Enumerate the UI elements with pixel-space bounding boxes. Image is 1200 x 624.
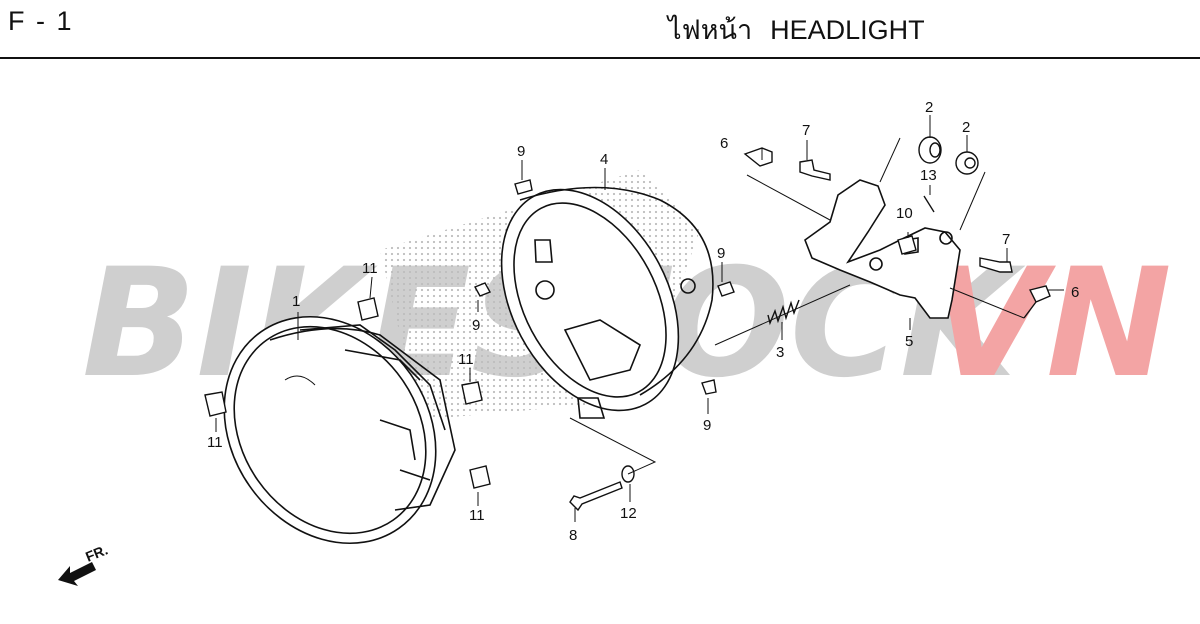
callout-9-b: 9 bbox=[472, 317, 480, 334]
direction-label: FR. bbox=[83, 541, 110, 564]
callout-3: 3 bbox=[776, 344, 784, 361]
part-11-clip-a bbox=[204, 391, 227, 417]
header-divider bbox=[0, 57, 1200, 59]
callout-6-a: 6 bbox=[720, 135, 728, 152]
callout-12: 12 bbox=[620, 505, 637, 522]
callout-2-a: 2 bbox=[925, 99, 933, 116]
part-4-headlight-case bbox=[500, 186, 714, 419]
callout-7-a: 7 bbox=[802, 122, 810, 139]
part-3-spring bbox=[767, 299, 800, 326]
part-11-clip-c bbox=[461, 381, 483, 405]
arrow-icon bbox=[58, 562, 96, 586]
callout-5: 5 bbox=[905, 333, 913, 350]
callout-11-c: 11 bbox=[207, 434, 223, 451]
leader-lines bbox=[215, 115, 1064, 522]
part-7-bolt-a bbox=[799, 159, 831, 181]
watermark-text-3: VN bbox=[930, 237, 1172, 411]
callout-11-b: 11 bbox=[458, 351, 474, 368]
callout-2-b: 2 bbox=[962, 119, 970, 136]
page-title: ไฟหน้า HEADLIGHT bbox=[668, 8, 925, 51]
part-6-bolt-b bbox=[1023, 285, 1051, 319]
front-direction-indicator: FR. bbox=[58, 541, 110, 586]
title-english: HEADLIGHT bbox=[770, 15, 925, 45]
part-8-screw bbox=[569, 481, 623, 512]
callout-9-c: 9 bbox=[717, 245, 725, 262]
callout-7-b: 7 bbox=[1002, 231, 1010, 248]
callout-9-d: 9 bbox=[703, 417, 711, 434]
callout-8: 8 bbox=[569, 527, 577, 544]
part-11-clip-d bbox=[469, 465, 491, 489]
callout-13: 13 bbox=[920, 167, 937, 184]
part-9-screw-a bbox=[514, 179, 533, 195]
part-9-screw-b bbox=[474, 282, 491, 297]
callout-11-a: 11 bbox=[362, 260, 378, 277]
callout-10: 10 bbox=[896, 205, 913, 222]
callout-4: 4 bbox=[600, 151, 608, 168]
page-code: F - 1 bbox=[8, 6, 74, 36]
part-9-screw-c bbox=[717, 281, 735, 297]
callout-1: 1 bbox=[292, 293, 300, 310]
part-6-bolt-a bbox=[743, 147, 773, 167]
part-1-headlight-unit bbox=[223, 315, 456, 545]
title-thai: ไฟหน้า bbox=[668, 15, 753, 45]
small-parts bbox=[204, 136, 1051, 512]
callout-9-a: 9 bbox=[517, 143, 525, 160]
part-10-nut bbox=[897, 235, 917, 255]
callout-6-b: 6 bbox=[1071, 284, 1079, 301]
callout-11-d: 11 bbox=[469, 507, 485, 524]
part-9-screw-d bbox=[701, 379, 717, 395]
callouts: 1 2 2 3 4 5 6 6 7 7 8 9 9 9 9 10 11 11 1… bbox=[207, 99, 1079, 544]
part-7-bolt-b bbox=[979, 257, 1013, 273]
part-11-clip-b bbox=[357, 297, 379, 321]
part-13-pin bbox=[923, 195, 935, 213]
